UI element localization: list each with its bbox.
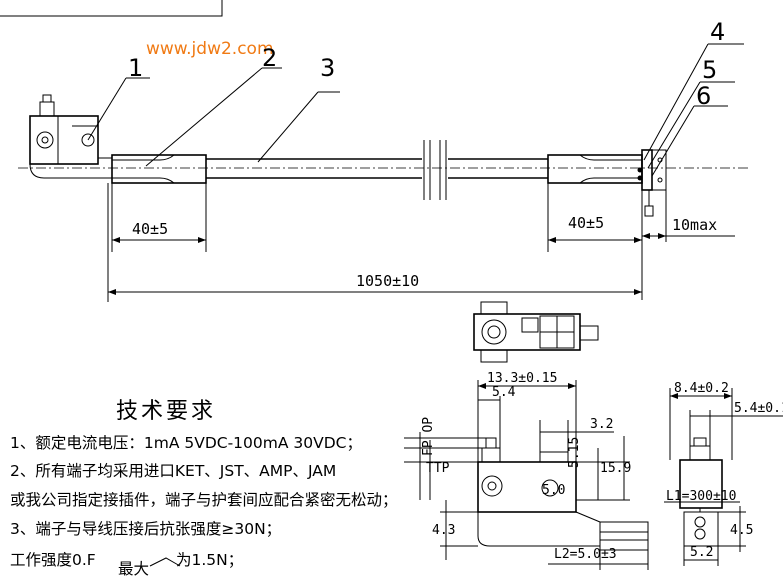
svg-text:13.3±0.15: 13.3±0.15 (487, 371, 557, 386)
svg-text:5.0: 5.0 (542, 483, 565, 498)
callout-3: 3 (320, 54, 335, 82)
dim-left-sleeve: 40±5 (111, 183, 207, 252)
svg-text:1050±10: 1050±10 (356, 272, 419, 290)
requirement-line-2: 2、所有端子均采用进口KET、JST、AMP、JAM (10, 462, 336, 480)
requirement-overlay: 最大 (118, 560, 149, 578)
callout-5: 5 (702, 56, 717, 84)
svg-text:5.2: 5.2 (690, 545, 713, 560)
svg-text:L1=300±10: L1=300±10 (666, 489, 736, 504)
requirement-line-6: 为1.5N； (176, 551, 243, 569)
left-sleeve (111, 154, 207, 184)
svg-text:5.15: 5.15 (567, 437, 582, 468)
cable-assembly-view: 40±5 40±5 10max 1050±10 (18, 18, 750, 302)
title-block-frame (0, 0, 223, 17)
svg-text:4.5: 4.5 (730, 523, 753, 538)
callout-6: 6 (696, 82, 711, 110)
callout-2: 2 (262, 44, 277, 72)
dim-tail-max: 10max (642, 190, 735, 242)
requirement-line-5: 工作强度0.F (10, 551, 96, 569)
svg-text:L2=5.0±3: L2=5.0±3 (554, 547, 617, 562)
requirements-title: 技术要求 (116, 399, 216, 424)
switch-side-view: 8.4±0.2 5.4±0.1 L1=300±10 4.5 5.2 (664, 381, 783, 566)
dim-overall-length: 1050±10 (107, 183, 642, 302)
svg-text:4.3: 4.3 (432, 523, 455, 538)
svg-text:15.9: 15.9 (600, 461, 631, 476)
left-switch-body (29, 94, 112, 179)
svg-text:5.4: 5.4 (492, 385, 516, 400)
requirement-line-3: 或我公司指定接插件，端子与护套间应配合紧密无松动； (10, 490, 398, 509)
right-connector (637, 149, 667, 217)
svg-text:FP OP: FP OP (421, 417, 436, 456)
switch-front-view: 13.3±0.15 5.4 3.2 FP OP TTP 5.15 15.9 5.… (404, 371, 649, 570)
right-sleeve (547, 154, 643, 184)
svg-text:5.4±0.1: 5.4±0.1 (734, 401, 783, 416)
switch-top-view (473, 301, 599, 363)
callout-leaders (87, 43, 744, 177)
requirement-line-1: 1、额定电流电压：1mA 5VDC-100mA 30VDC； (10, 434, 362, 452)
watermark-text: www.jdw2.com (146, 39, 274, 59)
dim-right-sleeve: 40±5 (547, 183, 643, 300)
svg-text:10max: 10max (672, 216, 717, 234)
svg-text:40±5: 40±5 (568, 214, 604, 232)
callout-4: 4 (710, 18, 725, 46)
callout-1: 1 (128, 54, 143, 82)
requirement-line-4: 3、端子与导线压接后抗张强度≥30N； (10, 520, 281, 538)
svg-text:TTP: TTP (426, 461, 450, 476)
cable (206, 140, 548, 200)
svg-text:8.4±0.2: 8.4±0.2 (674, 381, 729, 396)
svg-text:40±5: 40±5 (132, 220, 168, 238)
technical-requirements: 技术要求 1、额定电流电压：1mA 5VDC-100mA 30VDC； 2、所有… (10, 399, 398, 578)
svg-text:3.2: 3.2 (590, 417, 613, 432)
